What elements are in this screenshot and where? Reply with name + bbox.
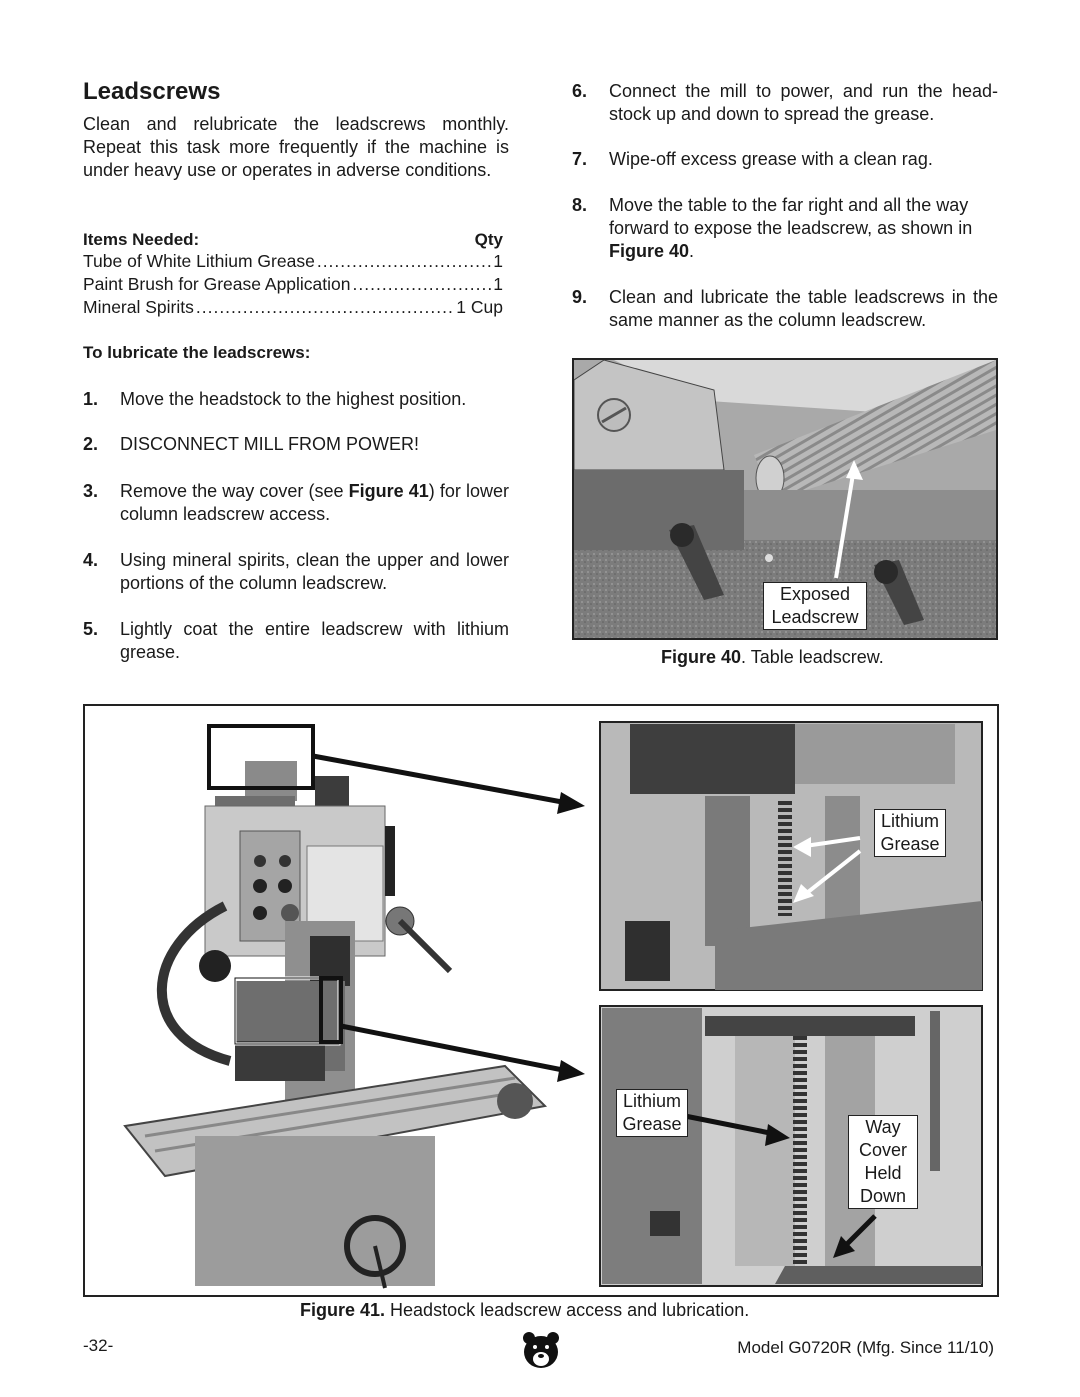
step-1: 1. Move the headstock to the highest pos… xyxy=(83,388,509,411)
step-5: 5. Lightly coat the entire leadscrew wit… xyxy=(83,618,509,664)
item-name: Paint Brush for Grease Application xyxy=(83,274,351,294)
step-6: 6. Connect the mill to power, and run th… xyxy=(572,80,998,126)
caption-ref: Figure 41. xyxy=(300,1300,386,1320)
label-line: Leadscrew xyxy=(771,607,859,627)
step-8: 8. Move the table to the far right and a… xyxy=(572,194,998,263)
step-2: 2. DISCONNECT MILL FROM POWER! xyxy=(83,433,509,456)
bear-head-logo-icon xyxy=(520,1330,562,1372)
label-line: Way xyxy=(865,1117,901,1137)
item-row: Tube of White Lithium Grease 1 xyxy=(83,251,503,272)
step-number: 9. xyxy=(572,287,588,307)
figure-reference: Figure 41 xyxy=(348,481,429,501)
step-number: 3. xyxy=(83,481,99,501)
label-line: Down xyxy=(859,1186,907,1206)
label-line: Exposed xyxy=(779,584,851,604)
model-footer: Model G0720R (Mfg. Since 11/10) xyxy=(737,1338,994,1357)
caption-ref: Figure 40 xyxy=(661,647,742,667)
caption-text: . Table leadscrew. xyxy=(741,647,884,667)
step-text: DISCONNECT MILL FROM POWER! xyxy=(120,434,420,454)
step-text: Move the headstock to the highest positi… xyxy=(120,389,467,409)
item-qty: 1 xyxy=(493,274,503,294)
label-line: Lithium xyxy=(880,811,940,831)
figure-41-frame xyxy=(83,704,999,1297)
step-text-part: . xyxy=(689,241,695,261)
mill-illustration xyxy=(123,721,983,1289)
lithium-grease-label-top: Lithium Grease xyxy=(874,809,946,857)
label-line: Lithium xyxy=(622,1091,682,1111)
figure-reference: Figure 40 xyxy=(609,241,690,261)
label-line: Grease xyxy=(622,1114,682,1134)
qty-label: Qty xyxy=(474,230,503,249)
step-text: Connect the mill to power, and run the h… xyxy=(609,81,998,124)
step-number: 4. xyxy=(83,550,99,570)
page-number: -32- xyxy=(83,1336,114,1355)
way-cover-label: Way Cover Held Down xyxy=(848,1115,918,1209)
bear-head-icon xyxy=(523,1332,559,1368)
step-text-part: Remove the way cover (see xyxy=(120,481,349,501)
step-9: 9. Clean and lubricate the table leadscr… xyxy=(572,286,998,332)
item-row: Mineral Spirits 1 Cup xyxy=(83,297,503,318)
step-number: 6. xyxy=(572,81,588,101)
section-title: Leadscrews xyxy=(83,78,221,105)
items-needed-header: Items Needed: Qty xyxy=(83,230,503,250)
items-needed-label: Items Needed: xyxy=(83,230,200,249)
step-7: 7. Wipe-off excess grease with a clean r… xyxy=(572,148,998,171)
item-row: Paint Brush for Grease Application 1 xyxy=(83,274,503,295)
step-4: 4. Using mineral spirits, clean the uppe… xyxy=(83,549,509,595)
step-number: 7. xyxy=(572,149,588,169)
step-text: Using mineral spirits, clean the upper a… xyxy=(120,550,509,593)
step-number: 8. xyxy=(572,195,588,215)
step-text-part: ) for lower column leadscrew access. xyxy=(120,481,510,524)
intro-paragraph: Clean and relubricate the leadscrews mon… xyxy=(83,114,509,180)
item-qty: 1 xyxy=(493,251,503,271)
step-text: Lightly coat the entire leadscrew with l… xyxy=(120,619,509,662)
label-line: Grease xyxy=(880,834,940,854)
item-qty: 1 Cup xyxy=(456,297,503,317)
label-line: Cover xyxy=(858,1140,907,1160)
step-text: Wipe-off excess grease with a clean rag. xyxy=(609,149,933,169)
item-name: Tube of White Lithium Grease xyxy=(83,251,315,271)
step-text: Move the table to the far right and all … xyxy=(609,194,998,263)
exposed-leadscrew-label: Exposed Leadscrew xyxy=(763,582,867,630)
lithium-grease-label-bottom: Lithium Grease xyxy=(616,1089,688,1137)
step-number: 5. xyxy=(83,619,99,639)
figure-40-caption: Figure 40. Table leadscrew. xyxy=(661,647,884,668)
step-text: Clean and lubricate the table leadscrews… xyxy=(609,287,998,330)
step-number: 2. xyxy=(83,434,99,454)
table-leadscrew-illustration xyxy=(574,360,996,638)
caption-text: Headstock leadscrew access and lubricati… xyxy=(385,1300,750,1320)
step-text: Remove the way cover (see Figure 41) for… xyxy=(120,480,509,526)
step-number: 1. xyxy=(83,389,99,409)
procedure-heading: To lubricate the leadscrews: xyxy=(83,343,311,362)
figure-41-caption: Figure 41. Headstock leadscrew access an… xyxy=(300,1300,749,1321)
step-3: 3. Remove the way cover (see Figure 41) … xyxy=(83,480,509,526)
step-text-part: Move the table to the far right and all … xyxy=(609,195,973,238)
item-name: Mineral Spirits xyxy=(83,297,194,317)
label-line: Held xyxy=(864,1163,902,1183)
